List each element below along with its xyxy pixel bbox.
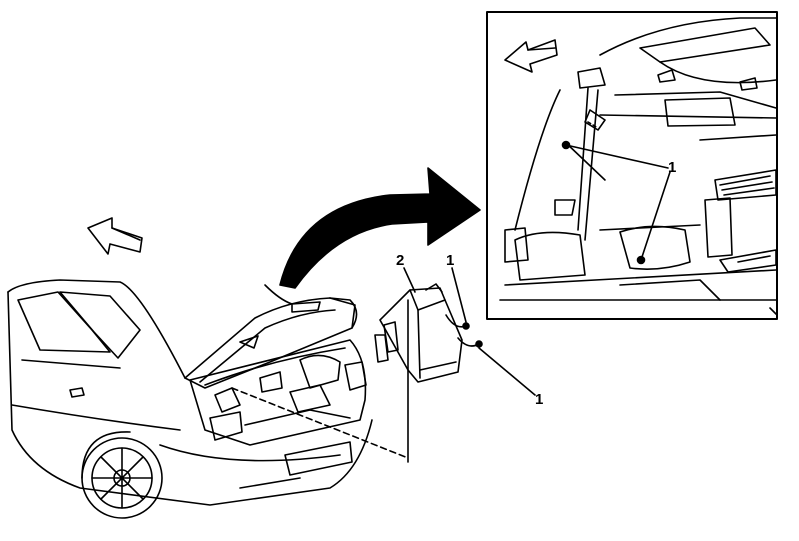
trim-panel-component [374, 267, 536, 463]
curved-arrow-icon [279, 167, 481, 289]
forward-arrow-icon [87, 217, 143, 255]
detail-inset [486, 11, 778, 320]
inset-callout-1: 1 [668, 159, 676, 176]
trunk-lid [184, 284, 358, 389]
trunk-opening [189, 339, 367, 446]
callout-1-lower: 1 [535, 391, 543, 408]
callout-2: 2 [396, 252, 404, 269]
callout-1-upper: 1 [446, 252, 454, 269]
forward-arrow-icon-inset [504, 39, 558, 73]
vehicle-rear-view [7, 279, 409, 519]
rear-wheel [81, 431, 163, 519]
